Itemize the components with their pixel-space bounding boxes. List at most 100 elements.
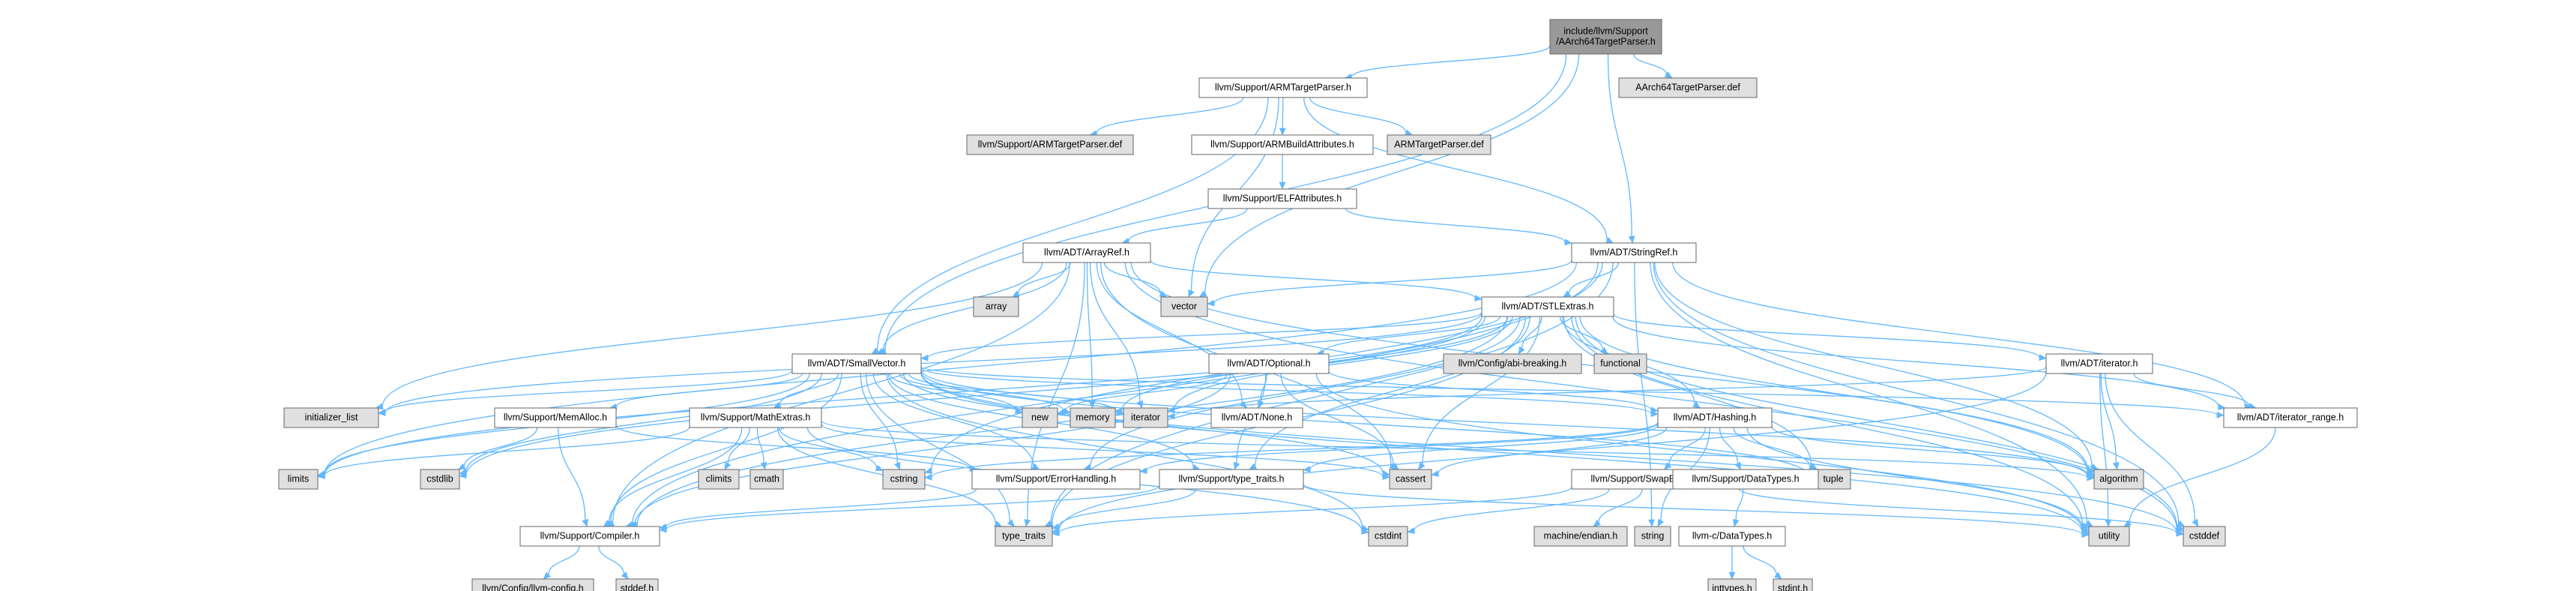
node-hashing[interactable]: llvm/ADT/Hashing.h [1657,407,1773,428]
node-none[interactable]: llvm/ADT/None.h [1210,407,1303,428]
node-iterrange[interactable]: llvm/ADT/iterator_range.h [2223,407,2358,428]
node-box [1481,296,1614,317]
edge-mathextras-to-cassert [821,423,1390,480]
node-label: cassert [1396,474,1426,484]
node-box [471,578,594,591]
node-stlextras[interactable]: llvm/ADT/STLExtras.h [1481,296,1614,317]
edge-stringref-to-stlextras [1563,262,1619,298]
node-label: llvm/Support/ARMTargetParser.h [1215,82,1351,93]
node-typetraits: type_traits [995,526,1053,547]
edge-hashing-to-algorithm [1771,426,2095,478]
node-box [1773,578,1813,591]
edge-smallvector-to-typetraits [865,373,1015,527]
edge-swapbyte-to-typetraits [1052,486,1572,537]
edge-smallvector-to-iterrange [920,365,2224,418]
edge-hashing-to-typetraitsh [1303,424,1659,473]
edge-optional-to-hashing [1328,370,1659,414]
node-cdatatypes[interactable]: llvm-c/DataTypes.h [1678,526,1786,547]
node-box [966,134,1134,155]
edge-smallvector-to-cstdlib [459,373,822,476]
edge-stlextras-to-algorithm [1579,316,2095,473]
edge-adtiterator-to-algorithm [2100,373,2120,470]
node-label: cstddef [2189,531,2220,542]
edge-cdatatypes-to-inttypes [1728,545,1736,580]
edge-memalloc-to-errhandling [615,424,977,472]
node-label: /AArch64TargetParser.h [1556,37,1656,47]
node-box [1657,407,1773,428]
node-armbuild[interactable]: llvm/Support/ARMBuildAttributes.h [1191,134,1374,155]
node-box [2088,526,2130,547]
edge-hashing-to-tuple [1733,427,1817,471]
node-box [1123,407,1168,428]
node-stddefh: stddef.h [615,578,659,591]
node-smallvector[interactable]: llvm/ADT/SmallVector.h [791,353,922,374]
node-box [1159,469,1304,490]
node-algorithm: algorithm [2093,469,2144,490]
node-label: new [1031,412,1049,423]
node-label: llvm/Support/ARMBuildAttributes.h [1210,140,1354,150]
edge-adtiterator-to-iteratorstd [1167,366,2047,420]
node-label: cstring [890,474,918,484]
node-cmath: cmath [749,469,784,490]
node-compiler[interactable]: llvm/Support/Compiler.h [519,526,660,547]
edge-arrayref-to-smallvector [876,262,1067,355]
node-inttypes: inttypes.h [1707,578,1757,591]
node-root[interactable]: include/llvm/Support/AArch64TargetParser… [1549,19,1662,55]
edge-armbuild-to-elfattr [1279,154,1286,190]
edge-stlextras-to-errhandling [1083,316,1521,471]
node-stringref[interactable]: llvm/ADT/StringRef.h [1571,242,1697,263]
node-box [278,469,319,490]
node-label: llvm/ADT/iterator_range.h [2237,412,2344,423]
node-armtp[interactable]: llvm/Support/ARMTargetParser.h [1198,77,1368,98]
node-label: climits [706,474,732,484]
edge-root-to-vector [1198,53,1580,298]
node-label: utility [2099,531,2120,542]
node-errhandling[interactable]: llvm/Support/ErrorHandling.h [971,469,1141,490]
edge-typetraitsh-to-utility [1303,483,2090,538]
node-adtiterator[interactable]: llvm/ADT/iterator.h [2045,353,2153,374]
node-mathextras[interactable]: llvm/Support/MathExtras.h [689,407,822,428]
node-label: include/llvm/Support [1563,26,1648,37]
node-elfattr[interactable]: llvm/Support/ELFAttributes.h [1207,188,1357,209]
node-typetraitsh[interactable]: llvm/Support/type_traits.h [1159,469,1304,490]
node-armtpdef_full: llvm/Support/ARMTargetParser.def [966,134,1134,155]
node-label: vector [1171,302,1197,312]
node-array: array [973,296,1019,317]
node-box [1672,469,1819,490]
edge-swapbyte-to-machendian [1593,488,1643,527]
node-label: llvm/Support/ELFAttributes.h [1223,194,1342,204]
edge-stringref-to-vector [1207,260,1572,307]
node-label: functional [1600,358,1641,369]
node-cstdlib: cstdlib [420,469,460,490]
edge-armtp-to-stringref [1303,97,1614,244]
edge-hashing-to-errhandling [1139,422,1659,475]
node-label: llvm/Support/ARMTargetParser.def [978,140,1123,150]
node-label: array [986,302,1007,312]
edge-smallvector-to-compiler [604,373,842,527]
node-label: stddef.h [621,584,654,591]
edge-smallvector-to-memalloc [609,373,803,410]
node-label: ARMTargetParser.def [1394,140,1484,150]
node-memalloc[interactable]: llvm/Support/MemAlloc.h [494,407,617,428]
node-machendian: machine/endian.h [1533,526,1628,547]
node-box [1022,242,1151,263]
node-optional[interactable]: llvm/ADT/Optional.h [1208,353,1330,374]
edge-smallvector-to-cstddef [920,371,2184,536]
node-label: llvm/Config/llvm-config.h [482,584,584,591]
node-label: llvm/Config/abi-breaking.h [1459,358,1567,369]
node-label: llvm/Support/MemAlloc.h [504,412,607,423]
node-label: stdint.h [1778,584,1808,591]
node-arrayref[interactable]: llvm/ADT/ArrayRef.h [1022,242,1151,263]
node-label: llvm/ADT/STLExtras.h [1502,302,1594,312]
node-label: type_traits [1002,531,1046,542]
node-cstring: cstring [882,469,926,490]
edge-typetraitsh-to-typetraits [1052,488,1197,530]
node-label: cstdint [1375,531,1402,542]
edge-cdatatypes-to-stdinth [1743,545,1782,580]
edge-root-to-aarch64def [1632,53,1673,79]
edge-smallvector-to-utility [920,372,2090,536]
node-datatypesh[interactable]: llvm/Support/DataTypes.h [1672,469,1819,490]
node-vector: vector [1160,296,1208,317]
nodes-layer: include/llvm/Support/AArch64TargetParser… [278,19,2358,591]
